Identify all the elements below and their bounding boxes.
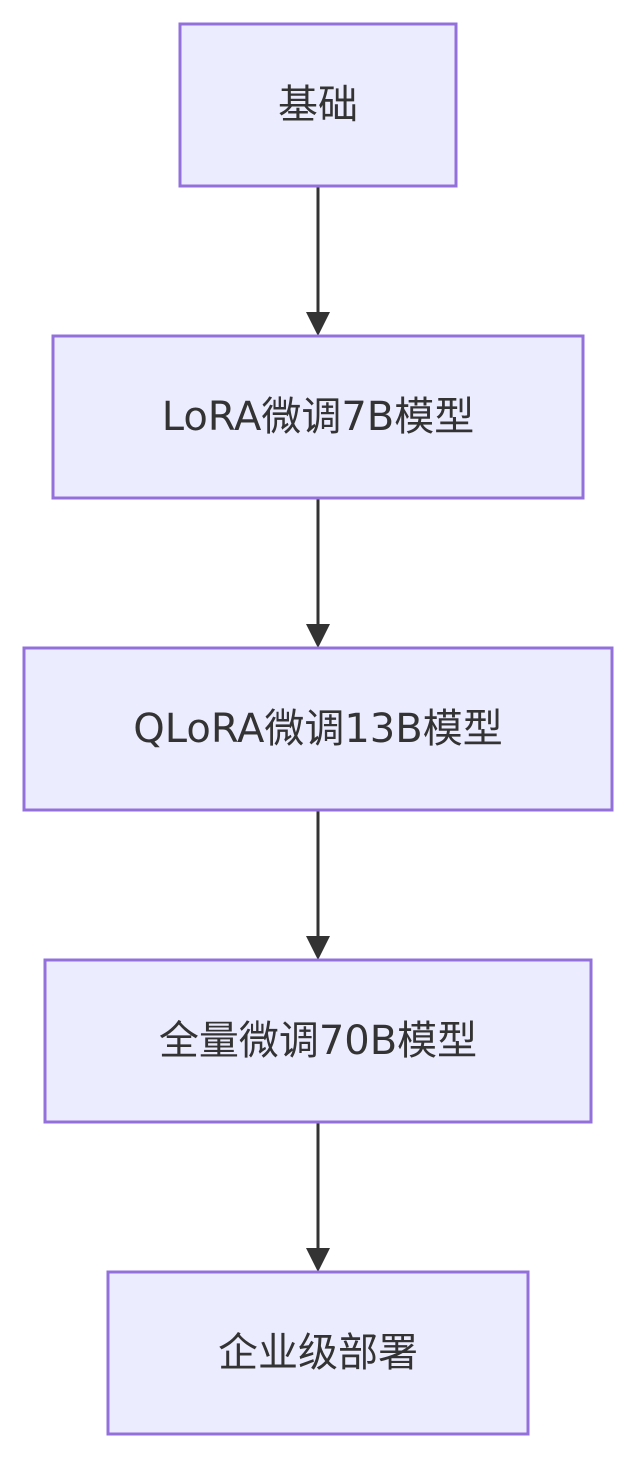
node-foundation[interactable]: 基础 [178,22,458,188]
edge-n1-n2 [306,187,330,336]
node-label: 全量微调70B模型 [159,1018,477,1064]
arrowhead-icon [306,1248,330,1272]
edges-group [306,187,330,1272]
nodes-group: 基础 LoRA微调7B模型 QLoRA微调13B模型 全量微调70B模型 企业级… [22,22,614,1436]
arrowhead-icon [306,936,330,960]
node-label: 企业级部署 [218,1330,418,1376]
node-box[interactable] [51,334,585,500]
node-enterprise-deployment[interactable]: 企业级部署 [106,1270,530,1436]
node-label: 基础 [278,82,358,128]
edge-n4-n5 [306,1123,330,1272]
node-label: QLoRA微调13B模型 [133,706,502,752]
node-lora-7b[interactable]: LoRA微调7B模型 [51,334,585,500]
node-box[interactable] [22,646,614,812]
node-label: LoRA微调7B模型 [162,394,474,440]
node-qlora-13b[interactable]: QLoRA微调13B模型 [22,646,614,812]
edge-n3-n4 [306,811,330,960]
node-box[interactable] [106,1270,530,1436]
arrowhead-icon [306,312,330,336]
node-full-finetune-70b[interactable]: 全量微调70B模型 [43,958,593,1124]
node-box[interactable] [178,22,458,188]
edge-n2-n3 [306,499,330,648]
node-box[interactable] [43,958,593,1124]
arrowhead-icon [306,624,330,648]
